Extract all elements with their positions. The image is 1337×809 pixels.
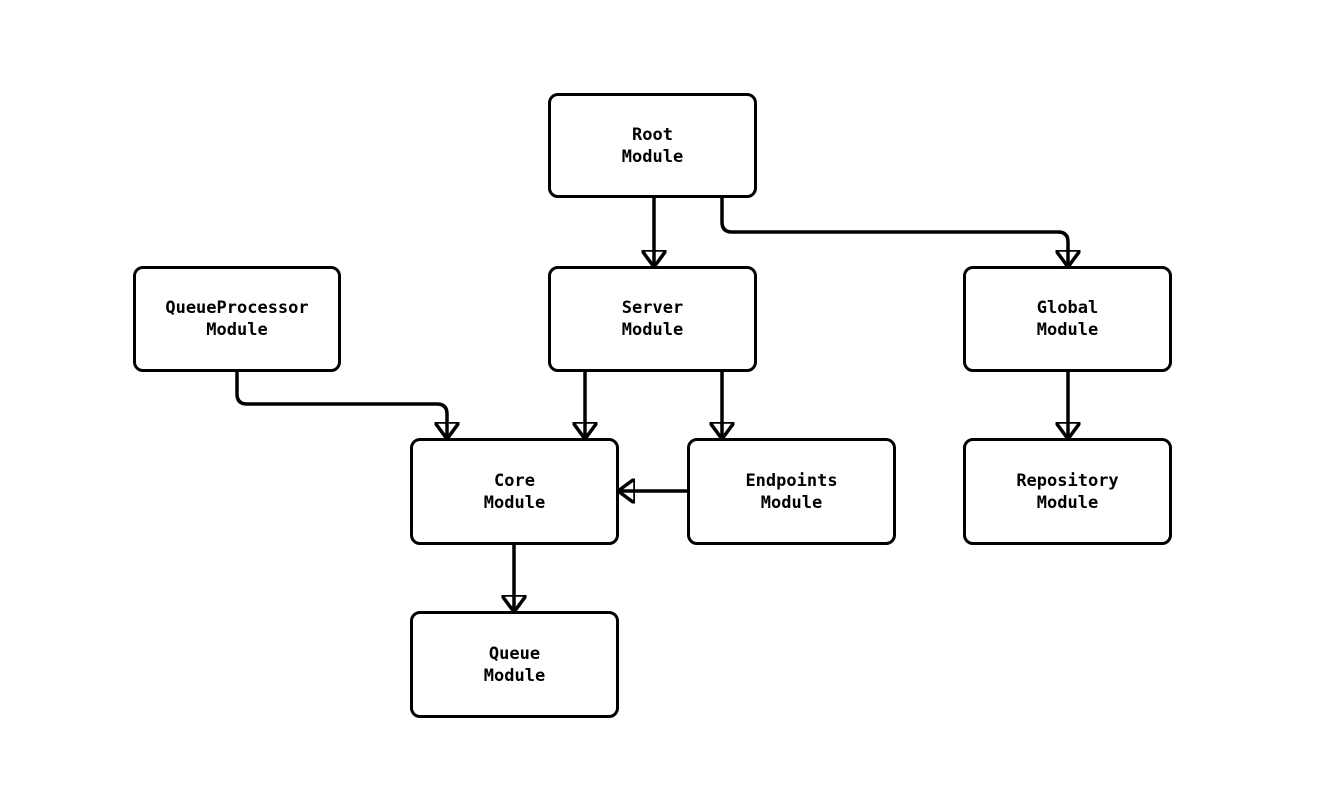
node-endpoints-module: Endpoints Module [687,438,896,545]
node-label-line: Module [760,492,823,513]
node-root-module: Root Module [548,93,757,198]
edge-queueprocessor-to-core [235,372,447,438]
node-label-line: Module [483,492,546,513]
node-label-line: Module [1036,320,1099,340]
node-label-line: Module [483,665,546,686]
node-label-line: Queue [488,643,541,664]
node-global-module: Global Module [963,266,1172,372]
node-queue-module: Queue Module [410,611,619,718]
node-label-line: Module [621,320,684,340]
node-label-line: QueueProcessor [165,298,309,318]
node-queueprocessor-module: QueueProcessor Module [133,266,341,372]
node-label-line: Root [632,124,673,145]
node-label-line: Server [621,298,684,318]
node-label-line: Global [1036,298,1099,318]
node-server-module: Server Module [548,266,757,372]
node-label-line: Module [1036,492,1099,513]
node-repository-module: Repository Module [963,438,1172,545]
node-label-line: Module [206,320,268,340]
node-label-line: Module [621,146,684,167]
node-core-module: Core Module [410,438,619,545]
node-label-line: Core [494,470,535,491]
edge-root-to-global [720,198,1068,266]
node-label-line: Repository [1016,470,1119,491]
node-label-line: Endpoints [745,470,838,491]
